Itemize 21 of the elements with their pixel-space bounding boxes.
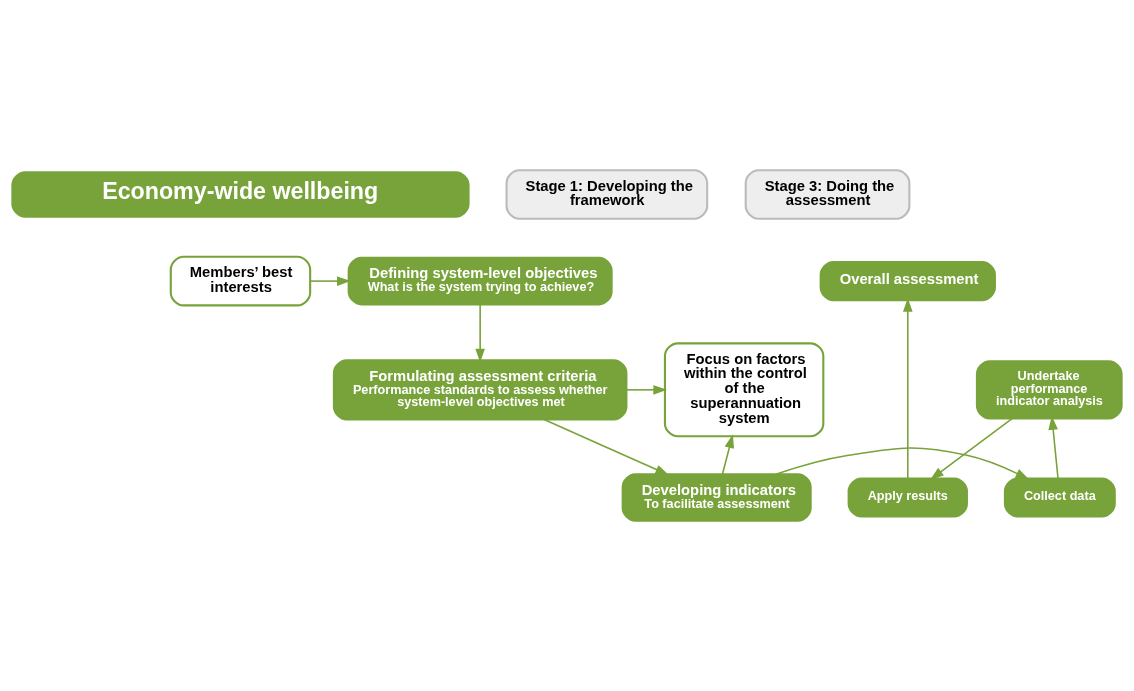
node-box: Developing indicators To facilitate assessment <box>621 473 812 522</box>
arrow <box>1048 416 1059 480</box>
arrow <box>930 417 1014 480</box>
node-box: Stage 1: Developing the framework <box>505 169 709 220</box>
node-box: Apply results <box>847 477 968 518</box>
arrow <box>721 434 735 476</box>
arrow <box>309 276 351 286</box>
node-box: Overall assessment <box>819 261 996 302</box>
node-box: Members’ best interests <box>169 255 312 307</box>
arrow <box>475 303 485 363</box>
node-box: Collect data <box>1003 477 1116 518</box>
node-box: Stage 3: Doing the assessment <box>744 169 911 220</box>
node-box: Focus on factors within the control of the superannuation system <box>663 342 825 438</box>
arrow <box>775 447 1030 480</box>
node-box: Formulating assessment criteria Performance standards to assess whether system-level objectives met <box>332 359 628 421</box>
arrow <box>902 298 913 480</box>
node-box: Undertake performance indicator analysis <box>975 360 1123 420</box>
node-box: Economy-wide wellbeing <box>11 171 470 218</box>
node-box: Defining system-level objectives What is the system trying to achieve? <box>347 256 613 306</box>
arrow <box>543 418 670 476</box>
arrow <box>625 385 668 395</box>
